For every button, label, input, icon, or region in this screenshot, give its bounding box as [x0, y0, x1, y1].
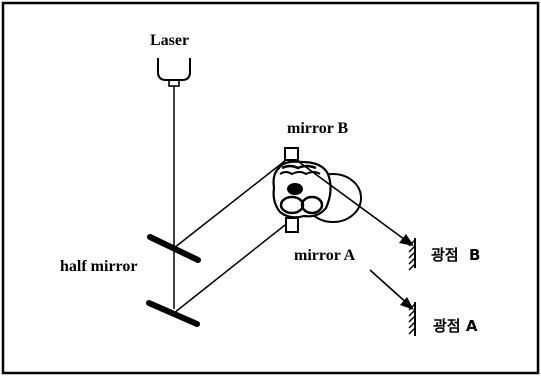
half-mirror [147, 234, 201, 263]
mirror-a-label: mirror A [294, 247, 356, 264]
lower-mirror [146, 300, 200, 327]
laser-source-icon [157, 58, 191, 87]
screen-a [408, 302, 416, 336]
reflected-beam-b [298, 161, 409, 243]
reflected-beam-b-arrowhead [399, 234, 414, 246]
beam-to-mirror-b [173, 159, 287, 249]
half-mirror-label: half mirror [60, 258, 137, 275]
laser-label: Laser [150, 32, 189, 49]
spot-a-label: 광점 A [433, 317, 478, 335]
reflected-beam-a [369, 269, 410, 306]
head-mounted-mirror-icon [272, 147, 362, 233]
screen-b [408, 238, 416, 271]
mirror-b-label: mirror B [287, 120, 349, 137]
spot-b-label: 광점 B [431, 246, 480, 264]
beam-to-mirror-a [173, 224, 286, 314]
reflected-beam-a-arrowhead [400, 297, 414, 310]
